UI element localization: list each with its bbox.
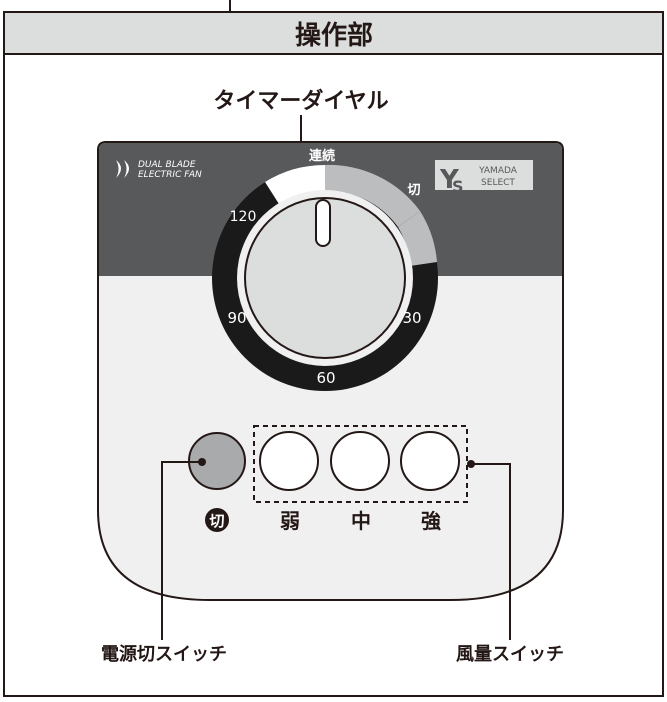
header-title: 操作部 [295,21,373,51]
mid-button-label: 中 [351,509,371,533]
speed-switch-callout-label: 風量スイッチ [456,643,564,665]
dial-knob[interactable] [244,197,406,359]
speed-low-button[interactable] [259,431,319,491]
yamada-select-badge: Y S YAMADA SELECT [435,160,533,196]
logo-text-line2: ELECTRIC FAN [138,170,202,180]
dial-white-wedge [265,164,325,204]
speed-high-button[interactable] [400,431,460,491]
dial-mark-30: 30 [402,309,421,327]
dual-blade-logo: DUAL BLADE ELECTRIC FAN [116,160,202,180]
dial-off-segment [398,211,437,266]
header-bar [3,11,664,55]
power-switch-callout-label: 電源切スイッチ [101,643,227,665]
brand-ys-icon: Y [439,165,460,195]
speed-switch-group-box [253,425,468,503]
dial-label-off: 切 [407,183,420,198]
logo-mark-icon [116,160,129,178]
power-callout-line [161,461,202,640]
dial-mark-120: 120 [230,209,257,225]
speed-mid-button[interactable] [330,431,390,491]
timer-dial-callout-label: タイマーダイヤル [213,88,388,114]
dial-pointer-notch [315,199,331,247]
off-label-badge [205,508,229,532]
dial-mark-90: 90 [227,309,246,327]
dial-mark-60: 60 [316,369,335,387]
off-button-label: 切 [209,512,224,530]
low-button-label: 弱 [280,509,300,533]
dial-continuous-segment [325,164,420,227]
speed-callout-line [471,463,511,640]
high-button-label: 強 [421,509,441,533]
brand-line2: SELECT [481,178,515,188]
logo-text-line1: DUAL BLADE [138,160,196,170]
brand-s-icon: S [452,177,464,196]
brand-badge-box [435,160,533,190]
dial-label-continuous: 連続 [309,148,335,164]
brand-line1: YAMADA [478,166,518,176]
